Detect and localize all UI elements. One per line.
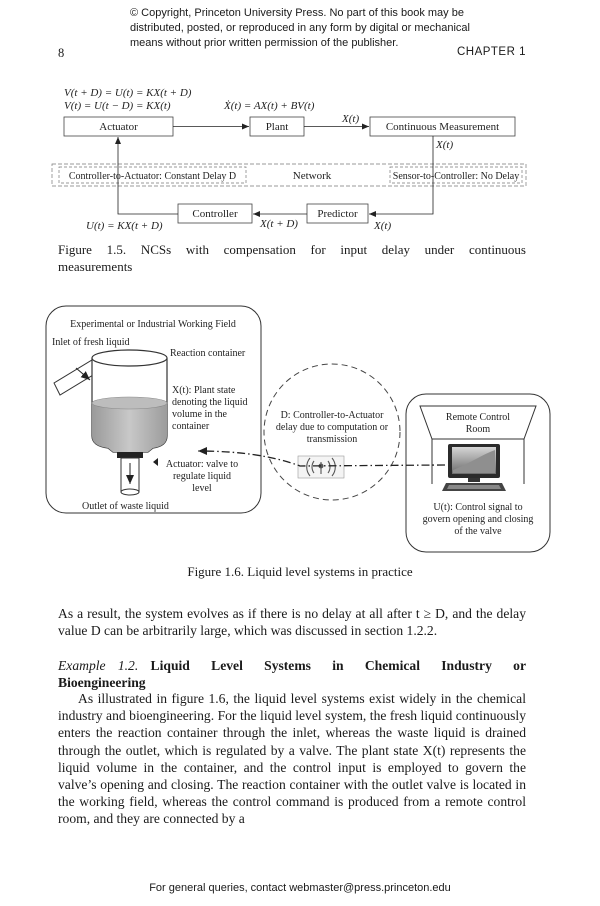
- example-title: Liquid Level Systems in Chemical Industr…: [58, 658, 527, 691]
- signal-line-2: govern opening and closing: [423, 514, 534, 525]
- liquid: [92, 399, 167, 452]
- copyright-line: © Copyright, Princeton University Press.…: [130, 7, 464, 19]
- delay-region: [263, 363, 401, 501]
- outlet-label: Outlet of waste liquid: [82, 501, 169, 512]
- example-label: Example 1.2.: [58, 658, 139, 673]
- copyright-notice: © Copyright, Princeton University Press.…: [130, 6, 490, 51]
- actuator-label: Actuator: [99, 121, 138, 133]
- delay-line-2: delay due to computation or: [276, 422, 389, 433]
- x-label-measurement-out: X(t): [435, 139, 453, 151]
- plant-state-line-3: volume in the: [172, 409, 228, 420]
- predictor-label: Predictor: [317, 208, 358, 220]
- equation-plant: Ẋ(t) = AX(t) + BV(t): [223, 100, 315, 112]
- control-signal-path: [197, 447, 446, 467]
- inlet-label: Inlet of fresh liquid: [52, 337, 129, 348]
- inlet-arrow: [75, 367, 91, 381]
- equation-v: V(t) = U(t − D) = KX(t): [64, 100, 171, 112]
- measurement-label: Continuous Measurement: [386, 121, 499, 133]
- delay-line-1: D: Controller-to-Actuator: [281, 410, 384, 421]
- remote-room-line-1: Remote Control: [446, 412, 510, 423]
- feedback-controller-actuator: [115, 137, 178, 215]
- plant-state-line-4: container: [172, 421, 210, 432]
- plant-state-line-1: X(t): Plant state: [172, 385, 236, 396]
- x-label-predictor-in: X(t): [373, 220, 391, 232]
- valve: [117, 452, 143, 458]
- u-equation-label: U(t) = KX(t + D): [86, 220, 163, 232]
- actuator-label-line-2: regulate liquid: [173, 471, 231, 482]
- container-rim: [91, 349, 168, 367]
- figure-1-5-diagram: V(t + D) = U(t) = KX(t + D) V(t) = U(t −…: [51, 87, 527, 232]
- copyright-line: distributed, posted, or reproduced in an…: [130, 22, 470, 34]
- actuator-label-line-3: level: [192, 483, 212, 494]
- container-label: Reaction container: [170, 348, 246, 359]
- paragraph-result: As a result, the system evolves as if th…: [58, 606, 526, 639]
- figure-1-6-caption: Figure 1.6. Liquid level systems in prac…: [187, 564, 413, 579]
- measurement-box: [369, 116, 516, 137]
- working-field-title: Experimental or Industrial Working Field: [70, 319, 236, 330]
- signal-line-3: of the valve: [454, 526, 502, 537]
- figure-1-6-diagram: Experimental or Industrial Working Field…: [45, 305, 551, 553]
- equation-v-shift: V(t + D) = U(t) = KX(t + D): [64, 87, 192, 99]
- figure-1-5-caption: Figure 1.5. NCSs with compensation for i…: [58, 242, 526, 274]
- s2c-label: Sensor-to-Controller: No Delay: [393, 171, 519, 182]
- page-number: 8: [58, 46, 65, 60]
- paragraph-example: As illustrated in figure 1.6, the liquid…: [58, 691, 526, 827]
- network-region: [51, 163, 527, 187]
- wireless-icon: [297, 455, 345, 479]
- controller-box: [177, 203, 253, 224]
- feedback-measurement-predictor: [369, 136, 434, 217]
- copyright-line: means without prior written permission o…: [130, 37, 399, 49]
- network-label: Network: [293, 170, 332, 182]
- s2c-box: [389, 166, 523, 184]
- chapter-heading: CHAPTER 1: [456, 46, 526, 58]
- example-heading: Example 1.2. Liquid Level Systems in Che…: [58, 657, 526, 691]
- plant-state-line-2: denoting the liquid: [172, 397, 248, 408]
- delay-line-3: transmission: [307, 434, 358, 445]
- x-pred-label: X(t + D): [259, 218, 298, 230]
- x-label-plant-out: X(t): [341, 113, 359, 125]
- controller-label: Controller: [192, 208, 238, 220]
- actuator-label-line-1: Actuator: valve to: [166, 459, 238, 470]
- plant-label: Plant: [266, 121, 289, 133]
- predictor-box: [306, 203, 369, 224]
- liquid-surface: [91, 396, 168, 410]
- remote-room-line-2: Room: [466, 424, 491, 435]
- outlet-pipe-end: [120, 488, 140, 496]
- footer-contact: For general queries, contact webmaster@p…: [149, 882, 451, 894]
- signal-line-1: U(t): Control signal to: [433, 502, 522, 513]
- computer-icon: [442, 444, 506, 491]
- actuator-pointer: [153, 458, 158, 466]
- c2a-box: [58, 166, 247, 184]
- c2a-label: Controller-to-Actuator: Constant Delay D: [69, 171, 236, 182]
